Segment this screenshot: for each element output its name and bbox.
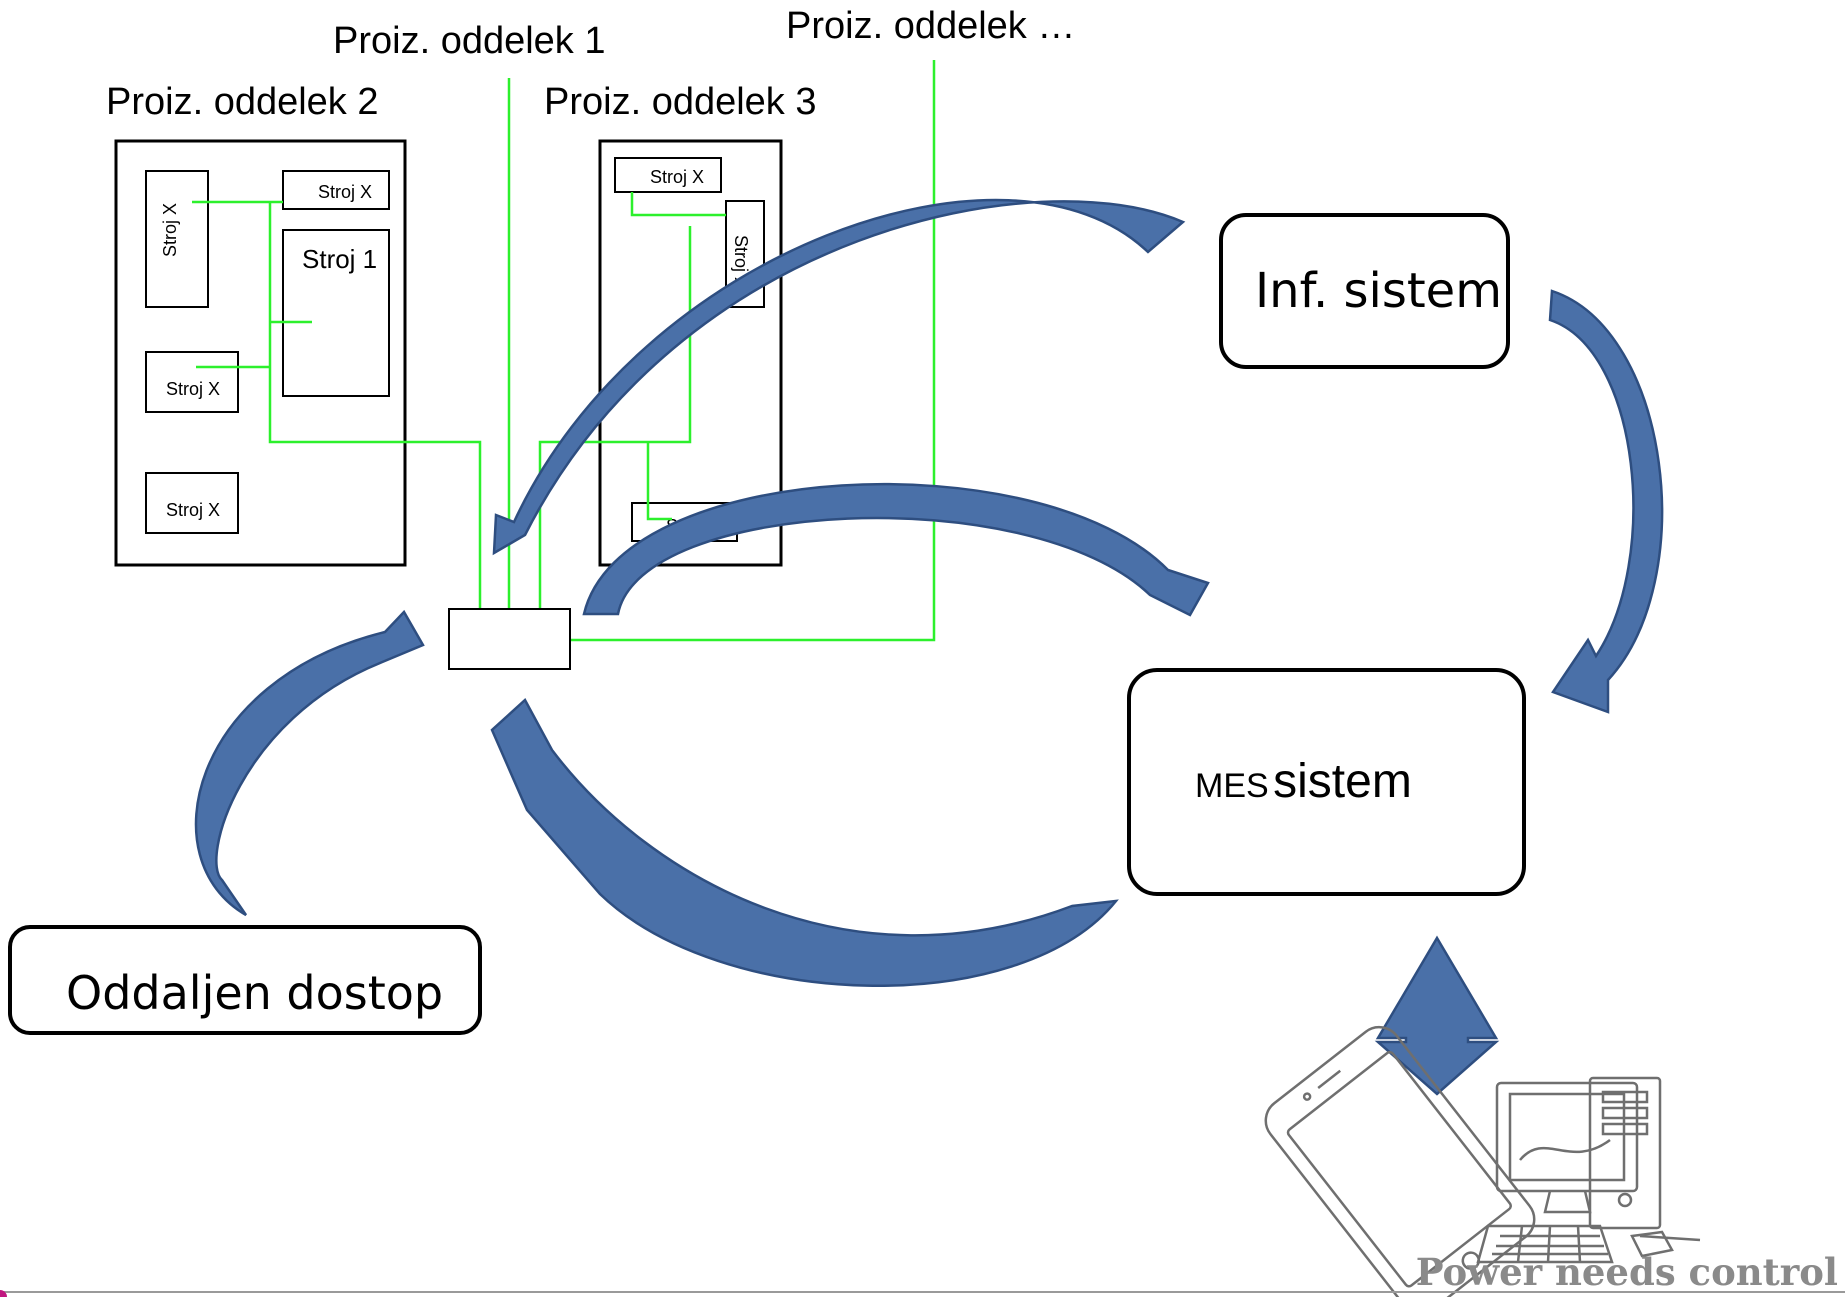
machine-dept2-vertical [145,170,209,308]
desktop-computer-icon [1476,1076,1701,1264]
machine-1-label: Stroj 1 [302,244,377,274]
machine-dept2-mid [145,351,239,413]
network-switch [448,608,571,670]
machine-dept2-top [282,170,390,210]
mes-sistem-box [1127,668,1526,896]
arrow-inf-to-mes [1548,289,1664,714]
inf-sistem-label: Inf. sistem [1255,263,1502,319]
dept3-label: Proiz. oddelek 3 [544,81,817,123]
dept-more-label: Proiz. oddelek … [786,5,1075,47]
footer-brand-text: Power needs control [1416,1250,1838,1294]
smartphone-icon [1264,1025,1536,1297]
mes-prefix: MES [1195,767,1269,805]
remote-access-box [8,925,482,1035]
machine-dept3-top [614,157,722,193]
network-dept3-bottom [646,442,672,521]
arrow-inf-to-switch [492,198,1186,556]
network-line-dept-more [570,60,936,642]
inf-sistem-box [1219,213,1510,369]
machine-dept2-bottom [145,472,239,534]
mes-suffix: sistem [1273,755,1412,808]
machine-dept2-bottom-label: Stroj X [166,500,220,520]
machine-dept2-top-label: Stroj X [318,182,372,202]
mes-sistem-label: MES sistem [1195,755,1412,808]
remote-access-label: Oddaljen dostop [66,966,443,1020]
machine-1-box [282,229,390,397]
network-dept3-top [630,192,726,217]
arrow-mes-to-switch [490,698,1119,987]
machine-dept2-mid-label: Stroj X [166,379,220,399]
dept1-label: Proiz. oddelek 1 [333,20,606,62]
machine-dept2-vertical-label: Stroj X [160,203,180,257]
double-arrow-bar-and-heads [1374,935,1500,1096]
corner-accent [0,1290,7,1297]
arrow-switch-to-mes [582,483,1210,617]
machine-dept3-top-label: Stroj X [650,167,704,187]
dept2-label: Proiz. oddelek 2 [106,81,379,123]
arrow-remote-to-switch [194,609,425,917]
